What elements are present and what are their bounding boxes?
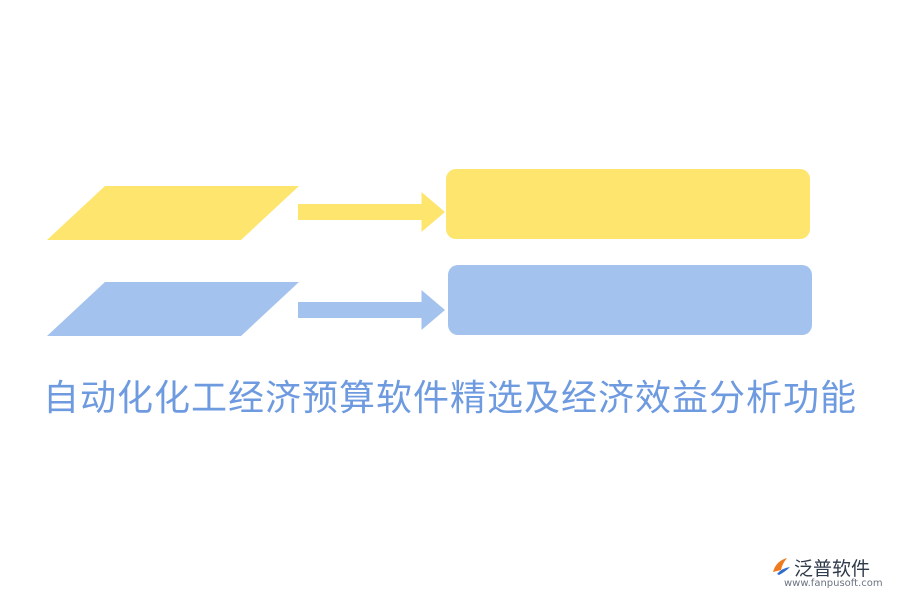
page-title: 自动化化工经济预算软件精选及经济效益分析功能 (42, 378, 857, 419)
blue-arrow-right (298, 290, 445, 330)
blue-parallelogram (47, 282, 299, 336)
yellow-parallelogram (47, 186, 299, 240)
logo-name: 泛普软件 (794, 558, 871, 580)
yellow-rounded-box (446, 169, 810, 239)
fanpu-logo-icon (773, 558, 790, 575)
yellow-arrow-right (298, 192, 445, 232)
blue-rounded-box (448, 265, 812, 335)
logo-url: www.fanpusoft.com (784, 578, 883, 589)
fanpu-logo: 泛普软件 www.fanpusoft.com (770, 552, 895, 594)
